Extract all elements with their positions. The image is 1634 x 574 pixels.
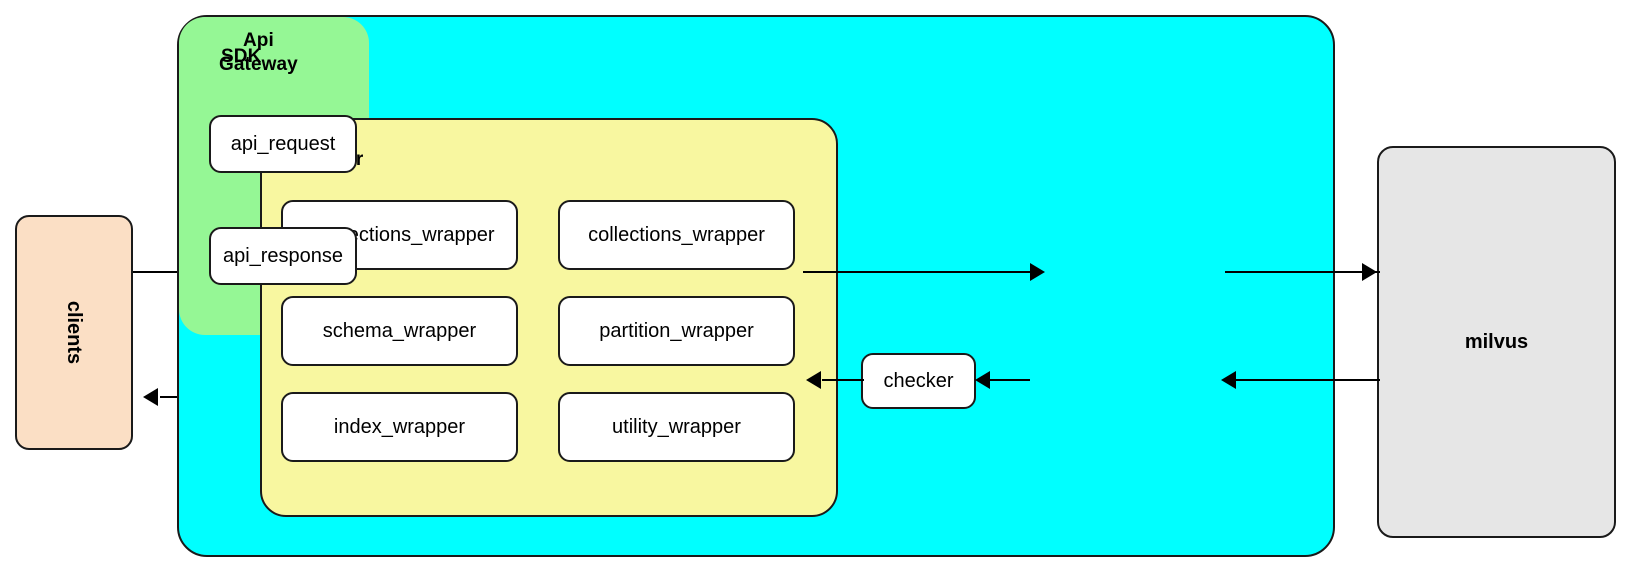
node-index-wrapper[interactable]: index_wrapper xyxy=(281,392,518,462)
node-checker[interactable]: checker xyxy=(861,353,976,409)
arrowhead-api-wrapper-to-api-gateway-icon xyxy=(1030,263,1045,281)
arrowhead-checker-to-api-wrapper-icon xyxy=(806,371,821,389)
sdk-container[interactable]: SDK Api Wrapper connections_wrapper coll… xyxy=(177,15,1335,557)
milvus-label: milvus xyxy=(1464,330,1529,353)
node-label: api_request xyxy=(230,132,336,155)
arrowhead-sdk-to-clients-icon xyxy=(143,388,158,406)
arrowhead-api-response-to-checker-icon xyxy=(975,371,990,389)
connector-milvus-to-api-response xyxy=(1228,379,1380,381)
node-label: schema_wrapper xyxy=(322,319,477,342)
node-api-request[interactable]: api_request xyxy=(209,115,357,173)
clients-label: clients xyxy=(63,300,86,365)
arrowhead-milvus-to-api-response-icon xyxy=(1221,371,1236,389)
node-label: partition_wrapper xyxy=(599,319,754,342)
node-utility-wrapper[interactable]: utility_wrapper xyxy=(558,392,795,462)
node-collections-wrapper[interactable]: collections_wrapper xyxy=(558,200,795,270)
sdk-label: SDK xyxy=(221,46,262,67)
connector-api-response-to-checker xyxy=(985,379,1030,381)
node-label: checker xyxy=(883,369,954,392)
node-api-response[interactable]: api_response xyxy=(209,227,357,285)
milvus-node[interactable]: milvus xyxy=(1377,146,1616,538)
node-schema-wrapper[interactable]: schema_wrapper xyxy=(281,296,518,366)
node-label: utility_wrapper xyxy=(612,415,741,438)
connector-api-request-to-milvus xyxy=(1225,271,1380,273)
api-gateway-label: Api Gateway xyxy=(219,30,298,76)
node-label: collections_wrapper xyxy=(588,223,765,246)
arrowhead-api-request-to-milvus-icon xyxy=(1362,263,1377,281)
connector-api-wrapper-to-api-gateway xyxy=(803,271,1043,273)
node-label: api_response xyxy=(222,244,344,267)
node-label: index_wrapper xyxy=(333,415,466,438)
api-wrapper-container[interactable]: Api Wrapper connections_wrapper collecti… xyxy=(260,118,838,517)
connector-checker-to-api-wrapper xyxy=(822,379,864,381)
node-partition-wrapper[interactable]: partition_wrapper xyxy=(558,296,795,366)
clients-node[interactable]: clients xyxy=(15,215,133,450)
